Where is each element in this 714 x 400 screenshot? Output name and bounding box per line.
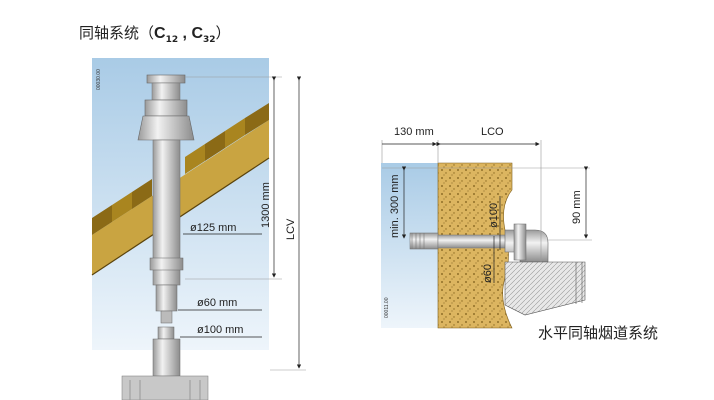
- horizontal-system: 00011.00 130 mm LCO min. 300 mm ø100 ø60…: [381, 126, 592, 329]
- horizontal-code: 00011.00: [384, 297, 390, 318]
- horizontal-pipe: [437, 234, 509, 249]
- elbow: [504, 229, 549, 263]
- dim-min-label: min. 300 mm: [389, 174, 401, 238]
- elbow-collar: [513, 223, 527, 261]
- dim-pipe-label: ø125 mm: [190, 222, 236, 234]
- dim-inner-label-h: ø60: [482, 264, 494, 283]
- title-prefix: 同轴系统（: [79, 24, 155, 42]
- caption: 水平同轴烟道系统: [538, 324, 659, 342]
- roof-tiles: [92, 103, 269, 235]
- title-suffix: ）: [215, 24, 231, 42]
- dim-outer-label-h: ø100: [488, 203, 500, 228]
- title-sep: ,: [178, 25, 192, 42]
- roof-flashing: [137, 115, 195, 141]
- vertical-code: 00030.00: [96, 69, 102, 90]
- terminal-collar: [144, 99, 188, 117]
- pipe-joint: [149, 257, 184, 271]
- dim-lcv-label: LCV: [285, 218, 297, 240]
- boiler: [504, 261, 586, 316]
- dim-lco-label: LCO: [481, 126, 504, 138]
- terminal-cap: [146, 74, 186, 84]
- boiler: [121, 375, 209, 400]
- inner-pipe-end: [160, 310, 173, 324]
- title-c2: C: [191, 25, 204, 42]
- terminal-body: [151, 82, 181, 101]
- inner-pipe: [155, 284, 178, 312]
- dim-inner-label: ø60 mm: [197, 297, 237, 309]
- title-s1: 12: [165, 35, 179, 45]
- title-c1: C: [154, 25, 166, 42]
- roof: [92, 120, 269, 275]
- title-s2: 32: [203, 35, 216, 45]
- page-title: 同轴系统（C12 , C32）: [79, 22, 231, 45]
- dim-height-label: 1300 mm: [260, 182, 272, 228]
- vertical-system: 00030.00 ø125 mm 1300 mm LCV ø60 mm ø100…: [91, 58, 306, 400]
- dim-wall-label: 130 mm: [394, 126, 434, 138]
- dim-90-label: 90 mm: [571, 190, 583, 224]
- adapter: [157, 326, 175, 340]
- dim-outer-label: ø100 mm: [197, 324, 243, 336]
- outer-adapter: [152, 338, 181, 377]
